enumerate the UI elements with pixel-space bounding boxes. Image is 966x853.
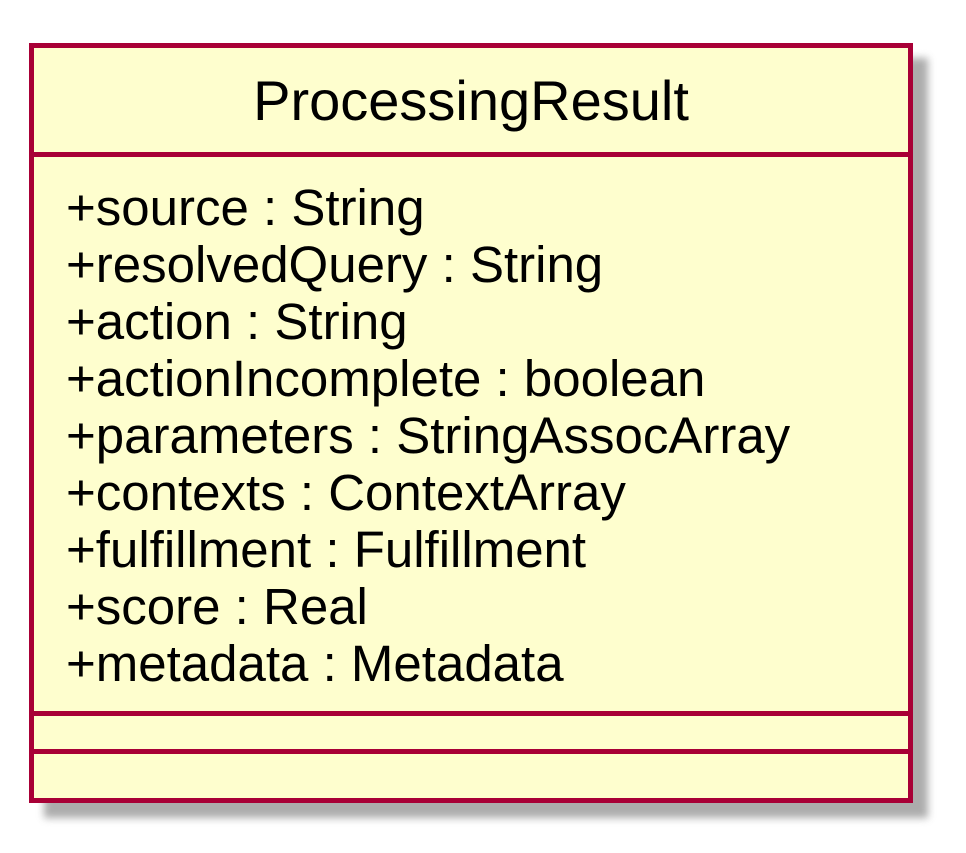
attribute-action-incomplete: +actionIncomplete : boolean	[66, 350, 706, 407]
attribute-action: +action : String	[66, 293, 408, 350]
extra-compartment	[34, 754, 908, 798]
class-name: ProcessingResult	[34, 48, 908, 157]
attribute-parameters: +parameters : StringAssocArray	[66, 407, 791, 464]
attribute-source: +source : String	[66, 179, 425, 236]
attribute-resolved-query: +resolvedQuery : String	[66, 236, 604, 293]
method-compartment	[34, 716, 908, 754]
attribute-compartment: +source : String +resolvedQuery : String…	[34, 157, 908, 716]
attribute-metadata: +metadata : Metadata	[66, 635, 564, 692]
attribute-contexts: +contexts : ContextArray	[66, 464, 626, 521]
attribute-fulfillment: +fulfillment : Fulfillment	[66, 521, 587, 578]
uml-class-processing-result[interactable]: ProcessingResult +source : String +resol…	[29, 43, 913, 803]
attribute-score: +score : Real	[66, 578, 368, 635]
